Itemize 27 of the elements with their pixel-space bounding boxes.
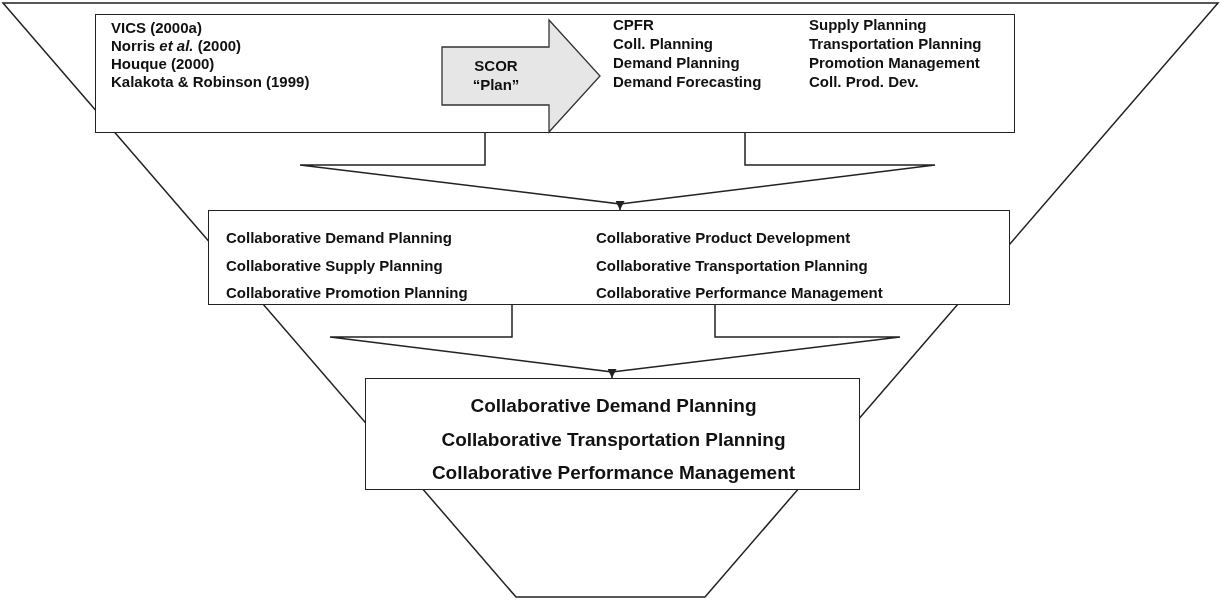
- list-item: Collaborative Transportation Planning: [596, 256, 868, 274]
- list-item: Houque (2000): [111, 55, 215, 73]
- list-item: Collaborative Promotion Planning: [226, 284, 468, 302]
- list-item: Collaborative Product Development: [596, 229, 851, 247]
- list-item: Supply Planning: [809, 16, 927, 34]
- list-item: Kalakota & Robinson (1999): [111, 73, 310, 91]
- list-item: Collaborative Performance Management: [596, 284, 883, 302]
- list-item: Transportation Planning: [809, 35, 982, 53]
- list-item: Coll. Planning: [613, 35, 713, 53]
- list-item: Collaborative Demand Planning: [469, 395, 758, 417]
- list-item: Collaborative Transportation Planning: [440, 428, 787, 451]
- list-item: Collaborative Demand Planning: [226, 229, 452, 247]
- block-arrow: [329, 304, 901, 379]
- list-item: Demand Planning: [613, 54, 740, 72]
- content-box: [95, 14, 1015, 133]
- list-item: Coll. Prod. Dev.: [809, 73, 919, 91]
- block-arrow: [299, 132, 936, 211]
- list-item: Collaborative Performance Management: [430, 462, 797, 484]
- list-item: Demand Forecasting: [613, 73, 762, 91]
- list-item: Collaborative Supply Planning: [226, 256, 443, 274]
- arrow-label: SCOR “Plan”: [471, 57, 521, 95]
- list-item: CPFR: [613, 16, 654, 34]
- list-item: VICS (2000a): [111, 19, 202, 37]
- content-box: [208, 210, 1010, 305]
- list-item: Promotion Management: [809, 54, 980, 72]
- list-item: Norris et al. (2000): [111, 37, 242, 55]
- content-box: [365, 378, 860, 490]
